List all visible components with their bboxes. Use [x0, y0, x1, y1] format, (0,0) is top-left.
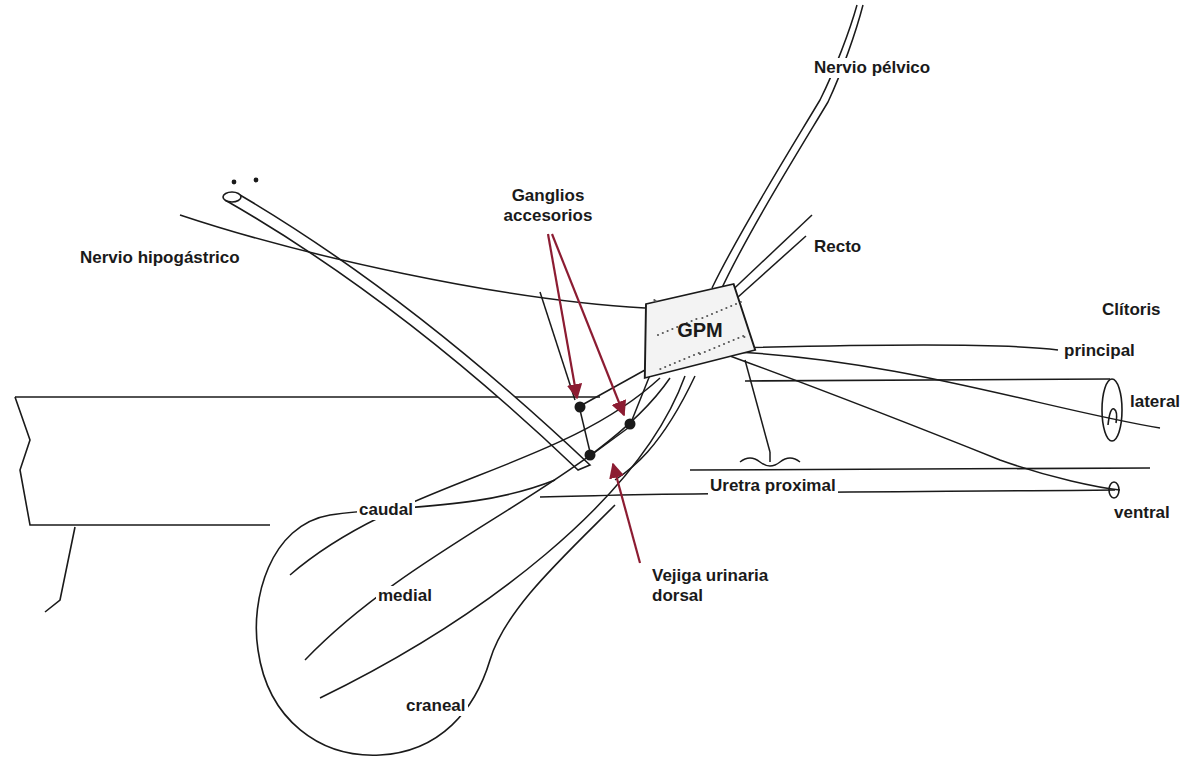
nerve-branches	[320, 376, 685, 698]
hypogastric-nerve	[254, 178, 257, 181]
ganglion-stipple	[733, 339, 735, 341]
ganglion-stipple	[671, 328, 673, 330]
ganglion-stipple	[667, 330, 669, 332]
urogenital-tube	[1108, 409, 1117, 425]
part-label: principal	[1062, 341, 1137, 361]
nerve-branches	[580, 410, 590, 452]
hypogastric-nerve	[225, 195, 590, 470]
urogenital-tube	[1102, 379, 1122, 441]
bladder-outline	[256, 480, 615, 755]
ganglion-stipple	[721, 309, 723, 311]
bladder-outline	[256, 480, 615, 755]
hypogastric-nerve	[223, 192, 241, 202]
urogenital-tube	[745, 379, 1110, 381]
ganglion-stipple	[662, 332, 664, 334]
pointer-arrow	[552, 234, 624, 415]
urogenital-tube	[15, 379, 1150, 612]
nerve-branches	[180, 5, 1160, 698]
ganglion-stipple	[679, 360, 681, 362]
nerve-branches	[728, 236, 806, 306]
part-label: Uretra proximal	[708, 476, 838, 496]
ganglion-stipple	[716, 311, 718, 313]
ganglion-node: GPM	[640, 282, 760, 382]
part-label: caudal	[357, 500, 415, 520]
pointer-arrow	[613, 464, 640, 563]
part-label: craneal	[404, 696, 468, 716]
nerve-branches	[735, 345, 1058, 350]
part-label: Clítoris	[1100, 300, 1163, 320]
ganglion-stipple	[657, 334, 659, 336]
ganglion-stipple	[669, 364, 671, 366]
part-label: Vejiga urinaria dorsal	[650, 566, 778, 605]
ganglion-stipple	[730, 305, 732, 307]
ganglion-stipple	[728, 341, 730, 343]
accessory-ganglion	[625, 419, 636, 430]
ganglion-stipple	[693, 354, 695, 356]
urogenital-tube	[690, 468, 1150, 470]
ganglion-stipple	[737, 337, 739, 339]
ganglion-stipple	[683, 358, 685, 360]
nerve-branches	[305, 378, 670, 660]
nerve-branches	[632, 375, 650, 420]
ganglion-stipple	[725, 307, 727, 309]
ganglion-stipple	[704, 351, 706, 353]
part-label: ventral	[1112, 503, 1172, 523]
part-label: Recto	[812, 237, 863, 257]
ganglion-stipple	[743, 336, 745, 338]
ganglion-stipple	[659, 368, 661, 370]
ganglion-stipple	[723, 343, 725, 345]
part-label: Nervio hipogástrico	[78, 248, 242, 268]
nerve-branches	[594, 428, 628, 453]
ganglion-name: GPM	[640, 282, 760, 342]
nerve-branches	[745, 360, 770, 452]
nerve-branches	[615, 376, 695, 480]
part-label: Ganglios accesorios	[482, 186, 614, 225]
ganglion-stipple	[718, 345, 720, 347]
ganglion-stipple	[711, 313, 713, 315]
accessory-ganglion	[575, 402, 636, 461]
nerve-branches	[290, 378, 660, 575]
urogenital-tube	[45, 527, 75, 612]
ganglion-stipple	[699, 353, 701, 355]
ganglion-stipple	[709, 349, 711, 351]
ganglion-stipple	[735, 303, 737, 305]
nerve-branches	[540, 292, 575, 400]
ganglion-stipple	[706, 315, 708, 317]
part-label: medial	[376, 586, 434, 606]
accessory-ganglion	[575, 402, 586, 413]
nerve-branches	[730, 356, 1120, 490]
nerve-branches	[735, 352, 1160, 428]
nerve-branches	[740, 452, 800, 466]
ganglion-stipple	[740, 301, 742, 303]
hypogastric-nerve	[232, 180, 235, 183]
pointer-arrow	[548, 234, 640, 563]
urogenital-tube	[15, 397, 270, 525]
part-label: Nervio pélvico	[812, 58, 932, 78]
part-label: lateral	[1128, 392, 1182, 412]
ganglion-stipple	[655, 300, 657, 302]
ganglion-stipple	[664, 366, 666, 368]
ganglion-stipple	[674, 362, 676, 364]
accessory-ganglion	[585, 450, 596, 461]
ganglion-stipple	[713, 347, 715, 349]
ganglion-stipple	[688, 356, 690, 358]
